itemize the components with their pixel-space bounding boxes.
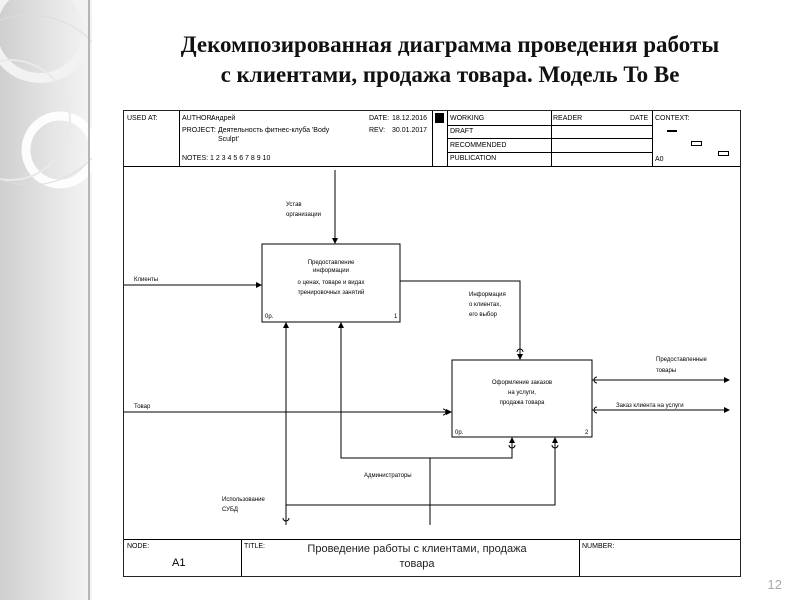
idef0-frame: USED AT: AUTHOR: Андрей PROJECT: Деятель… [123,110,741,577]
box1-label-line: тренировочных занятий [298,289,365,296]
box1-number: 1 [394,314,398,320]
footer-divider [579,539,580,576]
arrow-label-services: Предоставленные [656,357,708,363]
number-label: NUMBER: [582,543,615,550]
header-divider [652,111,653,166]
tunnel-mark [516,348,524,353]
author-label: AUTHOR: [182,115,214,122]
tunnel-mark [593,406,598,414]
slide-number: 12 [767,577,782,592]
context-box [691,141,702,146]
used-at-label: USED AT: [127,115,158,122]
band-divider [88,0,90,600]
arrow-label-services: товары [656,368,676,374]
arrow-label-dbms: Использование [222,497,266,503]
node-value: A1 [172,557,186,569]
rev-value: 30.01.2017 [392,127,428,134]
date2-label: DATE [630,115,649,122]
arrow-label-order: Заказ клиента на услуги [616,403,684,409]
tunnel-mark [551,444,559,449]
footer-top-line [124,539,740,540]
arrow-label-ustav: Устав [286,202,302,208]
tunnel-mark [442,408,447,416]
header-row-line [447,138,652,139]
date-label: DATE: [369,115,390,122]
footer-divider [241,539,242,576]
author-value: Андрей [211,115,236,122]
header-bottom-line [124,166,740,167]
arrow-client-info [400,280,523,360]
arrow-label-info: Информация [469,292,506,298]
diagram-title: Проведение работы с клиентами, продажа т… [264,542,570,572]
box2-label-line: продажа товара [500,400,545,406]
arrow-label-info: о клиентах, [469,302,501,308]
working-status-marker [435,113,444,123]
arrow-label-dbms: СУБД [222,507,238,513]
box2-label-line: Оформление заказов [492,380,552,386]
context-box [718,151,729,156]
header-divider [432,111,433,166]
context-box [667,130,677,132]
activity-box-2[interactable] [451,359,593,438]
diagram-title-line1: Проведение работы с клиентами, продажа [307,543,527,555]
box2-cost: 0р. [455,430,464,436]
tunnel-mark [508,444,516,449]
box1-label-line: о ценах, товаре и видах [298,280,365,286]
context-label: CONTEXT: [655,115,690,122]
arrow-dbms-box2 [286,437,558,506]
project-label: PROJECT: [182,127,216,134]
arrow-label-tovar: Товар [134,404,151,410]
arrow-label-ustav: организации [286,212,321,218]
title-label: TITLE: [244,543,266,550]
tunnel-mark [593,376,598,384]
date-value: 18.12.2016 [392,115,428,122]
box1-label-line: Предоставление [308,260,355,266]
project-value: Деятельность фитнес-клуба 'Body Sculpt' [218,127,330,143]
slide-decoration-band [0,0,92,600]
header-row-line [447,125,652,126]
arrow-label-admins: Администраторы [364,473,412,479]
rev-label: REV: [369,127,386,134]
box1-label-line: информации [313,268,349,274]
arrow-admins-box2 [430,437,515,459]
activity-box-1[interactable] [261,243,401,323]
box2-number: 2 [585,430,589,436]
arrow-label-info: его выбор [469,312,498,318]
slide-title: Декомпозированная диаграмма проведения р… [110,30,790,90]
status-working: WORKING [450,115,485,122]
status-publication: PUBLICATION [450,155,497,162]
reader-label: READER [553,115,583,122]
node-label: NODE: [127,543,150,550]
notes-text: NOTES: 1 2 3 4 5 6 7 8 9 10 [182,155,271,162]
arrow-admins-box1 [338,322,431,525]
status-draft: DRAFT [450,128,474,135]
tunnel-mark [282,517,290,522]
header-row-line [447,152,652,153]
status-recommended: RECOMMENDED [450,142,507,149]
arrow-label-clients: Клиенты [134,277,158,283]
header-divider [179,111,180,166]
slide-title-line1: Декомпозированная диаграмма проведения р… [180,32,720,57]
slide-title-line2: с клиентами, продажа товара. Модель To B… [220,62,680,87]
diagram-title-line2: товара [399,558,435,570]
box1-cost: 0р. [265,314,274,320]
context-node: A0 [655,156,664,163]
box2-label-line: на услуги, [508,390,536,396]
